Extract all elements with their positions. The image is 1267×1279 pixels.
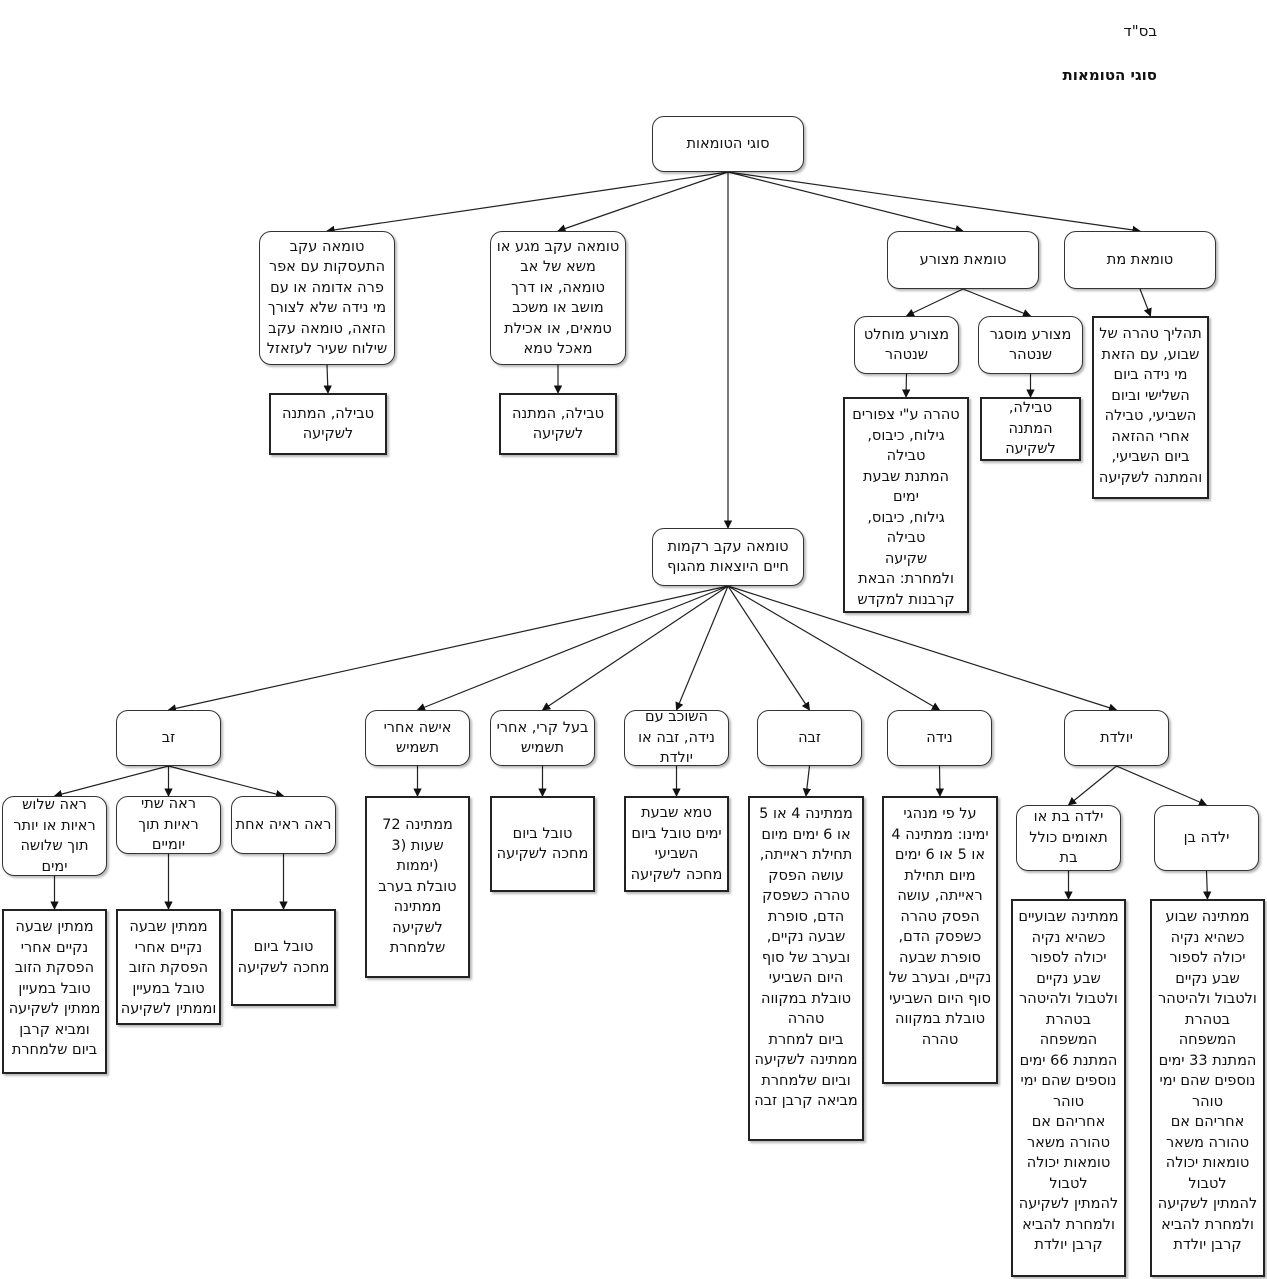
edge-ben-to-ben_purify xyxy=(1203,870,1212,900)
node-zav-three-sightings[interactable]: ראה שלוש ראיות או יותר תוך שלושה ימים xyxy=(2,796,107,876)
edge-metzora-to-muchlat xyxy=(905,288,964,317)
node-shochev-label: השוכב עם נידה, זבה או יולדת xyxy=(638,709,715,767)
edge-root-to-adumah xyxy=(326,171,729,235)
node-zavah-label: זבה xyxy=(798,729,821,746)
node-parah-adumah-purification-label: טבילה, המתנה לשקיעה xyxy=(281,405,375,443)
node-met[interactable]: טומאת מת xyxy=(1064,231,1216,289)
node-zav-three-purification-label: ממתין שבעה נקיים אחרי הפסקת הזוב טובל במ… xyxy=(8,919,101,1058)
edge-root-to-metzora xyxy=(727,171,964,234)
node-baal-keri-purification-label: טובל ביום מחכה לשקיעה xyxy=(496,825,589,863)
node-shochev-purification[interactable]: טמא שבעת ימים טובל ביום השביעי מחכה לשקי… xyxy=(624,796,729,892)
node-zav-one-purification[interactable]: טובל ביום מחכה לשקיעה xyxy=(231,909,336,1006)
edge-body-to-baal_keri xyxy=(541,585,729,711)
node-bat-purification[interactable]: ממתינה שבועיים כשהיא נקיה יכולה לספור שב… xyxy=(1011,899,1126,1277)
node-av-tumah-label: טומאה עקב מגע או משא של אב טומאה, או דרך… xyxy=(496,238,620,358)
node-shochev[interactable]: השוכב עם נידה, זבה או יולדת xyxy=(624,709,729,767)
edge-yoledet-to-ben xyxy=(1116,765,1208,806)
node-shochev-purification-label: טמא שבעת ימים טובל ביום השביעי מחכה לשקי… xyxy=(630,805,723,883)
node-metzora-label: טומאת מצורע xyxy=(919,251,1007,268)
node-av-tumah-purification[interactable]: טבילה, המתנה לשקיעה xyxy=(499,393,617,455)
node-av-tumah-purification-label: טבילה, המתנה לשקיעה xyxy=(511,405,605,443)
edge-body-to-isha xyxy=(416,585,729,712)
node-zav-two-sightings[interactable]: ראה שתי ראיות תוך יומיים xyxy=(116,796,221,854)
edge-zav-to-zav1 xyxy=(168,765,285,799)
node-muchlat-purification[interactable]: טהרה ע"י צפורים גילוח, כיבוס, טבילה המתנ… xyxy=(843,397,969,613)
edge-zav-to-zav3 xyxy=(53,765,169,799)
node-zav-two-purification-label: ממתין שבעה נקיים אחרי הפסקת הזוב טובל במ… xyxy=(120,919,217,1017)
node-zavah[interactable]: זבה xyxy=(757,710,862,766)
node-zavah-purification[interactable]: ממתינה 4 או 5 או 6 ימים מיום תחילת ראיית… xyxy=(748,796,864,1141)
node-yoledet[interactable]: יולדת xyxy=(1064,710,1169,766)
node-isha-purification[interactable]: ממתינה 72 שעות (3 (יממות טובלת בערב ממתי… xyxy=(365,796,470,978)
edge-body-to-niddah xyxy=(727,585,941,711)
node-niddah-label: נידה xyxy=(926,729,953,746)
node-parah-adumah-label: טומאה עקב התעסקות עם אפר פרה אדומה או עם… xyxy=(266,238,388,358)
node-baal-keri[interactable]: בעל קרי, אחרי תשמיש xyxy=(490,710,595,766)
edge-root-to-av xyxy=(557,171,729,233)
edge-body-to-zav xyxy=(167,585,729,713)
edge-zavah-to-zavah_purify xyxy=(802,765,812,797)
node-metzora-musgar-label: מצורע מוסגר שנטהר xyxy=(989,326,1072,364)
document-title: סוגי הטומאות xyxy=(1062,66,1158,84)
edge-muchlat-to-muchlat_purify xyxy=(901,373,911,398)
node-zav[interactable]: זב xyxy=(116,710,221,766)
node-av-tumah[interactable]: טומאה עקב מגע או משא של אב טומאה, או דרך… xyxy=(490,231,626,365)
edge-body-to-zavah xyxy=(727,585,811,711)
node-metzora[interactable]: טומאת מצורע xyxy=(887,231,1039,289)
node-metzora-muchlat[interactable]: מצורע מוחלט שנטהר xyxy=(854,316,959,374)
node-yoledet-bat-label: ילדה בת או תאומים כולל בת xyxy=(1029,809,1108,867)
node-isha-after-tashmish-label: אישה אחרי תשמיש xyxy=(383,719,452,757)
node-root-label: סוגי הטומאות xyxy=(686,135,770,152)
node-ben-purification[interactable]: ממתינה שבוע כשהיא נקיה יכולה לספור שבע נ… xyxy=(1150,899,1265,1277)
bsd-header: בס"ד xyxy=(1123,22,1158,40)
node-met-label: טומאת מת xyxy=(1106,251,1174,268)
edge-adumah-to-adumah_purify xyxy=(323,364,332,394)
node-niddah-purification[interactable]: על פי מנהגי ימינו: ממתינה 4 או 5 או 6 ימ… xyxy=(882,796,998,1084)
node-met-purification[interactable]: תהליך טהרה של שבוע, עם הזאת מי נידה ביום… xyxy=(1092,316,1209,499)
node-zav-label: זב xyxy=(161,729,176,746)
node-zavah-purification-label: ממתינה 4 או 5 או 6 ימים מיום תחילת ראיית… xyxy=(754,806,858,1109)
node-zav-two-purification[interactable]: ממתין שבעה נקיים אחרי הפסקת הזוב טובל במ… xyxy=(116,909,221,1025)
node-zav-one-purification-label: טובל ביום מחכה לשקיעה xyxy=(237,939,330,976)
node-baal-keri-purification[interactable]: טובל ביום מחכה לשקיעה xyxy=(490,796,595,892)
edge-body-to-yoledet xyxy=(727,585,1118,712)
node-met-purification-label: תהליך טהרה של שבוע, עם הזאת מי נידה ביום… xyxy=(1098,326,1203,486)
node-zav-one-sighting-label: ראה ראיה אחת xyxy=(235,816,332,833)
edge-yoledet-to-bat xyxy=(1067,765,1117,806)
node-parah-adumah[interactable]: טומאה עקב התעסקות עם אפר פרה אדומה או עם… xyxy=(259,231,395,365)
node-musgar-purification-label: טבילה, המתנה לשקיעה xyxy=(1005,400,1056,458)
node-yoledet-label: יולדת xyxy=(1100,729,1133,746)
edge-niddah-to-niddah_purify xyxy=(935,765,945,797)
node-niddah[interactable]: נידה xyxy=(887,710,992,766)
node-muchlat-purification-label: טהרה ע"י צפורים גילוח, כיבוס, טבילה המתנ… xyxy=(852,407,960,608)
edge-root-to-met xyxy=(727,171,1141,235)
node-metzora-muchlat-label: מצורע מוחלט שנטהר xyxy=(863,326,950,364)
node-bat-purification-label: ממתינה שבועיים כשהיא נקיה יכולה לספור שב… xyxy=(1018,909,1119,1253)
node-zav-three-sightings-label: ראה שלוש ראיות או יותר תוך שלושה ימים xyxy=(13,797,96,875)
node-root[interactable]: סוגי הטומאות xyxy=(652,116,804,172)
node-body-emissions-label: טומאה עקב רקמות חיים היוצאות מהגוף xyxy=(667,538,789,576)
node-zav-three-purification[interactable]: ממתין שבעה נקיים אחרי הפסקת הזוב טובל במ… xyxy=(2,909,107,1074)
node-musgar-purification[interactable]: טבילה, המתנה לשקיעה xyxy=(980,397,1081,461)
edge-metzora-to-musgar xyxy=(962,288,1032,318)
edge-met-to-met_purify xyxy=(1139,288,1152,317)
node-parah-adumah-purification[interactable]: טבילה, המתנה לשקיעה xyxy=(269,393,387,455)
node-isha-purification-label: ממתינה 72 שעות (3 (יממות טובלת בערב ממתי… xyxy=(378,817,457,957)
node-metzora-musgar[interactable]: מצורע מוסגר שנטהר xyxy=(978,316,1083,374)
node-zav-two-sightings-label: ראה שתי ראיות תוך יומיים xyxy=(138,796,199,854)
node-yoledet-bat[interactable]: ילדה בת או תאומים כולל בת xyxy=(1016,805,1121,871)
node-body-emissions[interactable]: טומאה עקב רקמות חיים היוצאות מהגוף xyxy=(652,528,804,586)
node-niddah-purification-label: על פי מנהגי ימינו: ממתינה 4 או 5 או 6 ימ… xyxy=(888,806,992,1048)
node-zav-one-sighting[interactable]: ראה ראיה אחת xyxy=(231,796,336,854)
node-isha-after-tashmish[interactable]: אישה אחרי תשמיש xyxy=(365,710,470,766)
node-yoledet-ben-label: ילדה בן xyxy=(1183,829,1230,846)
edge-body-to-shochev xyxy=(675,585,729,711)
node-baal-keri-label: בעל קרי, אחרי תשמיש xyxy=(496,719,589,757)
node-ben-purification-label: ממתינה שבוע כשהיא נקיה יכולה לספור שבע נ… xyxy=(1157,909,1258,1253)
node-yoledet-ben[interactable]: ילדה בן xyxy=(1154,805,1259,871)
